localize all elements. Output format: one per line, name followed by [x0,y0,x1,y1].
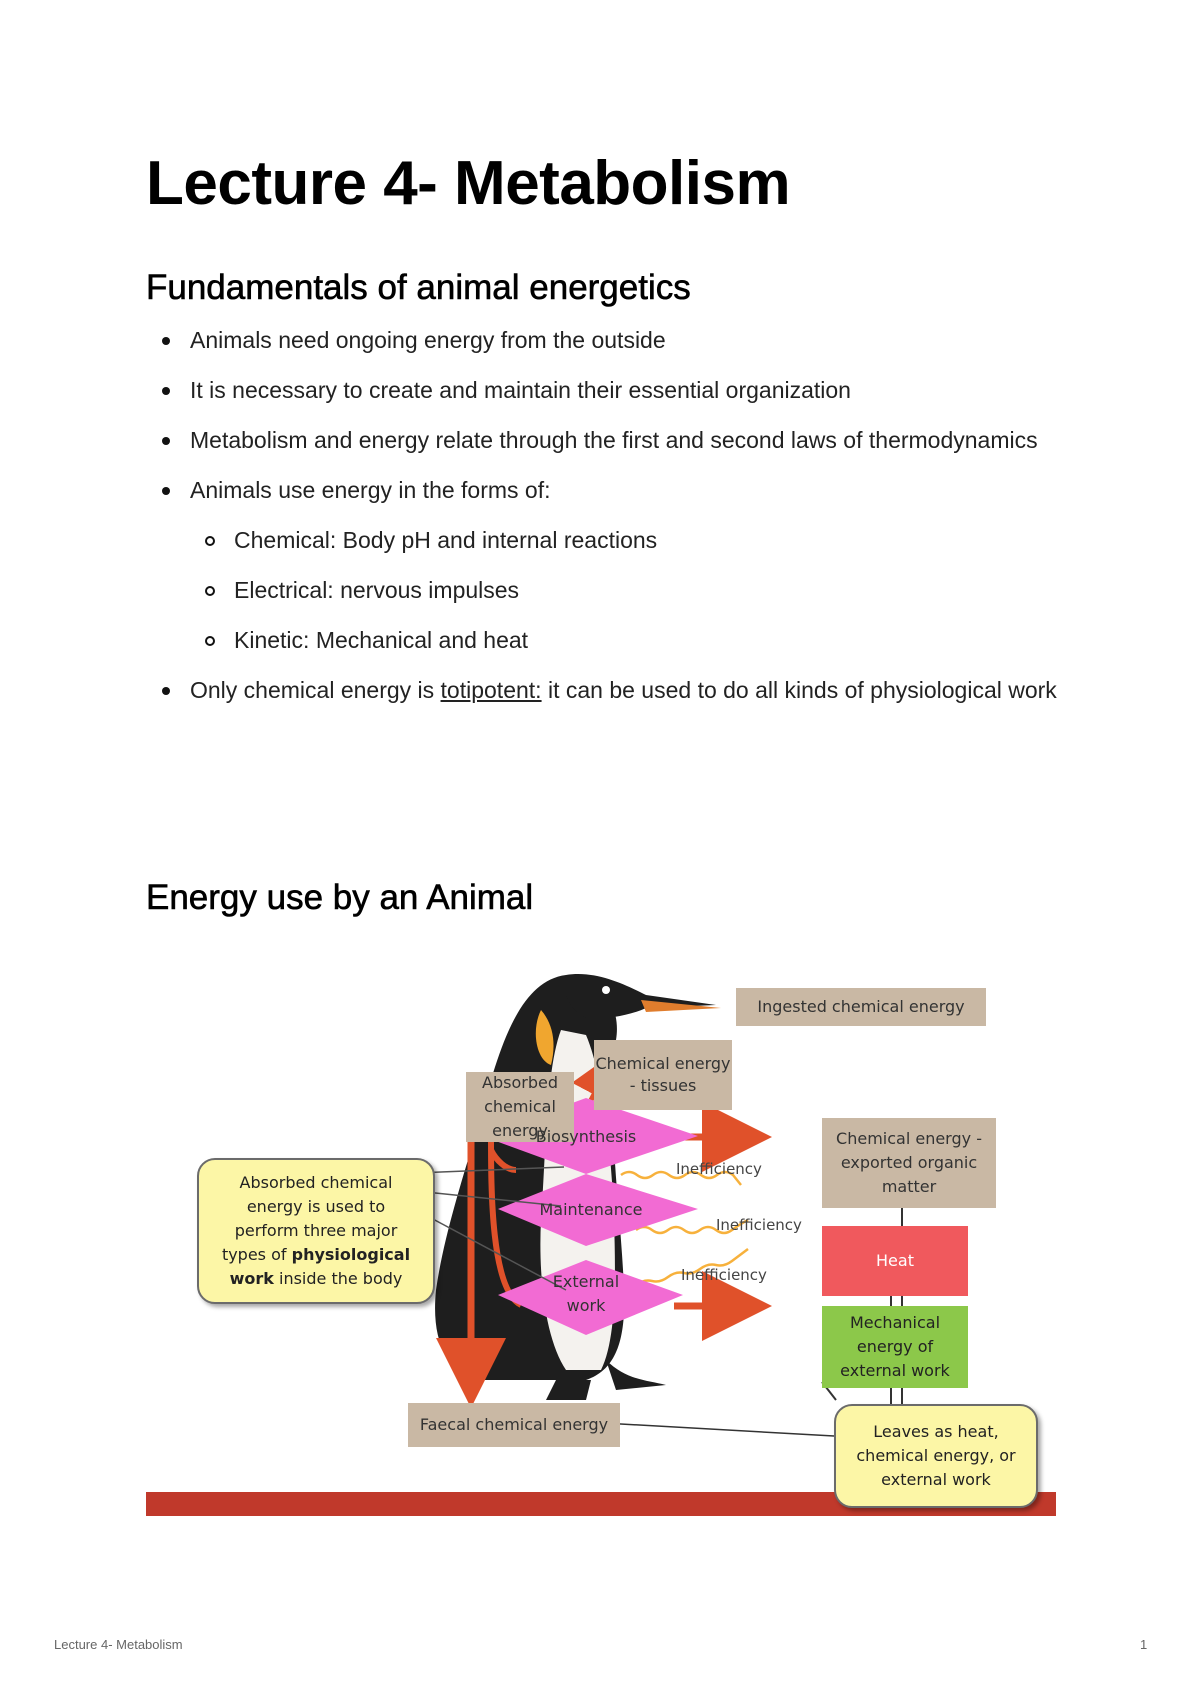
mechanical-energy-box: Mechanical energy of external work [822,1306,968,1388]
text-fragment: Absorbed chemical energy is used to perf… [221,1173,398,1264]
text-fragment: Only chemical energy is [190,677,441,703]
biosynthesis-label: Biosynthesis [535,1127,637,1146]
inefficiency-wave [635,1247,749,1287]
absorbed-chemical-energy-box: Absorbed chemical energy [466,1072,574,1142]
bold-term: work [229,1269,274,1288]
inefficiency-wave [635,1218,749,1235]
section-heading-fundamentals: Fundamentals of animal energetics [146,268,691,308]
list-item: Animals use energy in the forms of: [146,472,1066,508]
list-item: Metabolism and energy relate through the… [146,422,1066,458]
exported-organic-matter-box: Chemical energy - exported organic matte… [822,1118,996,1208]
external-work-label: External work [552,1272,620,1315]
inefficiency-label: Inefficiency [716,1216,802,1234]
maintenance-label: Maintenance [539,1200,643,1219]
faecal-chemical-energy-box: Faecal chemical energy [408,1403,620,1447]
sub-list-item: Electrical: nervous impulses [146,572,1066,608]
footer-title: Lecture 4- Metabolism [54,1637,183,1652]
heat-box: Heat [822,1226,968,1296]
page-number: 1 [1140,1637,1148,1652]
callout-absorbed-energy: Absorbed chemical energy is used to perf… [197,1158,435,1304]
chemical-energy-tissues-box: Chemical energy - tissues [594,1040,732,1110]
list-item-totipotent: Only chemical energy is totipotent: it c… [146,672,1066,708]
maintenance-diamond [498,1174,698,1246]
inefficiency-label: Inefficiency [681,1266,767,1284]
callout-leaves-as: Leaves as heat, chemical energy, or exte… [834,1404,1038,1508]
text-fragment: it can be used to do all kinds of physio… [541,677,1057,703]
bold-term: physiological [291,1245,411,1264]
inefficiency-label: Inefficiency [676,1160,762,1178]
connector-line [415,1190,562,1207]
inefficiency-wave [620,1170,742,1186]
ingested-chemical-energy-box: Ingested chemical energy [736,988,986,1026]
callout-text: Absorbed chemical energy is used to perf… [213,1171,419,1291]
list-item: Animals need ongoing energy from the out… [146,322,1066,358]
page-title: Lecture 4- Metabolism [146,149,791,218]
bullet-list: Animals need ongoing energy from the out… [146,322,1066,722]
sub-list-item: Kinetic: Mechanical and heat [146,622,1066,658]
energy-diagram: Ingested chemical energy Chemical energy… [146,960,1056,1520]
connector-line [415,1209,567,1291]
connector-line [415,1166,565,1174]
diagram-graphics [146,974,1056,1516]
underlined-term: totipotent: [440,677,542,703]
sub-list-item: Chemical: Body pH and internal reactions [146,522,1066,558]
text-fragment: inside the body [273,1269,403,1288]
list-item: It is necessary to create and maintain t… [146,372,1066,408]
section-heading-energy-use: Energy use by an Animal [146,878,534,918]
